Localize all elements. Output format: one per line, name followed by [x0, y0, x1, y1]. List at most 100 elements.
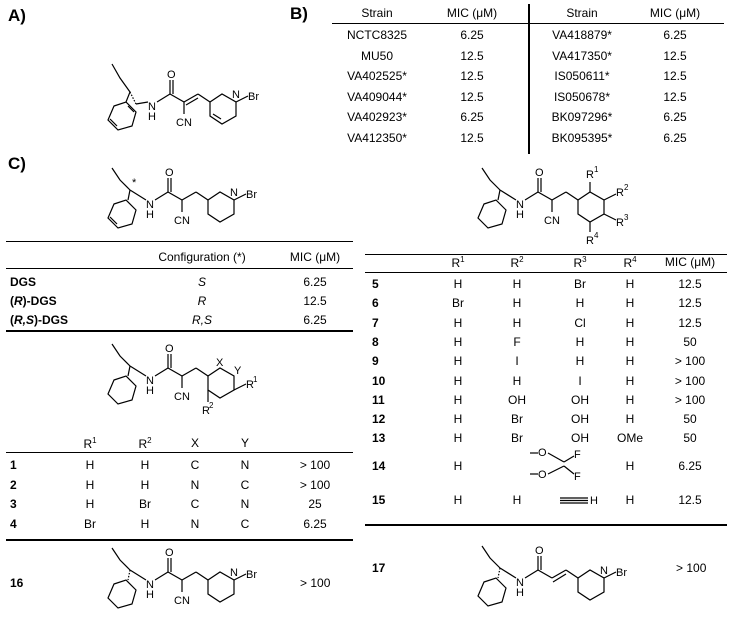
table-c3-header-r2: R2 [510, 255, 524, 270]
mic-cell: 12.5 [460, 89, 484, 104]
substituent-cell: H [453, 354, 463, 369]
compound-name: (R)-DGS [10, 294, 57, 308]
o-label-c3: O [535, 167, 544, 179]
n-label-16: N [146, 579, 154, 591]
o-label-c1: O [165, 167, 174, 179]
configuration-cell: S [197, 275, 206, 289]
compound-17-structure: N H O N Br [477, 545, 627, 607]
strain-cell: VA418879* [552, 28, 612, 42]
mic-cell: 12.5 [460, 48, 484, 63]
compound-id: 2 [10, 477, 17, 492]
substituent-cell: H [625, 412, 635, 427]
o-label-17: O [535, 545, 544, 557]
mic-cell: 12.5 [678, 493, 702, 507]
substituent-cell: H [512, 296, 522, 311]
compound-name-part: R [14, 294, 23, 308]
difluorodioxole-icon: O O F F [530, 447, 581, 483]
table-c3-header-mic: MIC (μM) [664, 255, 716, 269]
o-label-16: O [165, 547, 174, 559]
table-c1-header-mic: MIC (μM) [289, 250, 341, 264]
stereo-star: * [132, 177, 137, 189]
mic-cell: 12.5 [303, 294, 327, 308]
substituent-cell: H [453, 277, 463, 291]
compounds-1-4-structure: N H O CN X Y R 1 R 2 [107, 343, 258, 417]
table-c2-rule [6, 452, 353, 453]
substituent-cell: H [453, 392, 463, 407]
compound-16-structure: N H O CN N Br [107, 547, 257, 609]
ethynyl-h: H [590, 495, 598, 507]
compound-id: 4 [10, 516, 17, 531]
mic-cell: 6.25 [303, 516, 327, 531]
table-c3-bottom-rule [365, 524, 727, 526]
br-label-16: Br [246, 569, 257, 581]
substituent-cell: OMe [616, 431, 643, 446]
mic-cell: 50 [683, 431, 697, 446]
compound-name-part: )-DGS [34, 313, 69, 327]
substituent-cell: OH [571, 431, 589, 446]
compound-16-id: 16 [10, 576, 24, 590]
table-c2-header-r1: R1 [83, 436, 97, 451]
strain-cell: VA402525* [347, 69, 407, 83]
r3-sup-c3: 3 [624, 213, 629, 222]
table-c2-header-x: X [190, 436, 199, 450]
br-label-c1: Br [246, 189, 257, 201]
o-label-c2: O [165, 343, 174, 355]
cn-label-c1: CN [174, 215, 190, 227]
mic-cell: 6.25 [460, 28, 484, 42]
substituent-cell: Br [84, 516, 96, 531]
compounds-5-15-structure: N H O CN R 1 R 2 R 3 R 4 [477, 165, 629, 247]
substituent-cell: Cl [574, 315, 586, 330]
dgs-generic-structure: * N H O CN N Br [107, 167, 257, 229]
table-c1-top-rule [6, 241, 353, 242]
n-label-c3: N [516, 199, 524, 211]
compound-id: 1 [10, 458, 17, 472]
dioxole-o1: O [538, 447, 547, 459]
mic-cell: 6.25 [303, 313, 327, 327]
mic-cell: 6.25 [303, 275, 327, 289]
dioxole-o2: O [538, 469, 547, 481]
substituent-cell: H [453, 493, 463, 507]
mic-cell: 6.25 [678, 459, 702, 473]
r4-sup-c3: 4 [594, 231, 599, 240]
strain-cell: BK095395* [551, 130, 613, 145]
strain-cell: VA417350* [552, 48, 612, 63]
substituent-cell: H [625, 296, 635, 311]
substituent-cell: H [453, 459, 463, 473]
substituent-cell: C [240, 516, 250, 531]
substituent-cell: OH [508, 392, 526, 407]
strain-cell: IS050678* [553, 89, 611, 104]
substituent-cell: N [190, 477, 200, 492]
substituent-cell: H [625, 354, 635, 369]
panel-label-a: A) [8, 6, 26, 25]
compound-17-mic: > 100 [676, 561, 707, 575]
compound-17-id: 17 [372, 561, 386, 575]
compound-name: DGS [10, 275, 36, 289]
mic-cell: 50 [683, 412, 697, 427]
substituent-cell: N [190, 516, 200, 531]
substituent-cell: H [512, 373, 522, 388]
compound-id: 13 [372, 431, 386, 446]
mic-cell: 12.5 [663, 48, 687, 63]
substituent-cell: H [625, 459, 635, 473]
compound-id: 7 [372, 315, 379, 330]
dioxole-f2: F [574, 471, 581, 483]
compound-id: 6 [372, 296, 379, 311]
configuration-cell: R,S [191, 313, 212, 327]
r2-label-c2: R [202, 405, 210, 417]
table-b-header-mic-2: MIC (μM) [649, 6, 701, 20]
compound-name: (R,S)-DGS [10, 313, 68, 327]
h-label-16: H [146, 589, 154, 601]
compound-id: 15 [372, 493, 386, 507]
table-c2-bottom-rule [6, 539, 353, 541]
substituent-cell: OH [571, 412, 589, 427]
table-b-header-strain-2: Strain [566, 6, 598, 20]
carbonyl-o-label: O [167, 69, 176, 81]
substituent-cell: H [512, 493, 522, 507]
mic-cell: 6.25 [663, 28, 687, 42]
h-label-17: H [516, 587, 524, 599]
h-label-c1: H [146, 209, 154, 221]
strain-cell: NCTC8325 [346, 28, 408, 42]
substituent-cell: C [190, 497, 200, 511]
compound-id: 3 [10, 497, 17, 511]
strain-cell: BK097296* [551, 110, 613, 124]
